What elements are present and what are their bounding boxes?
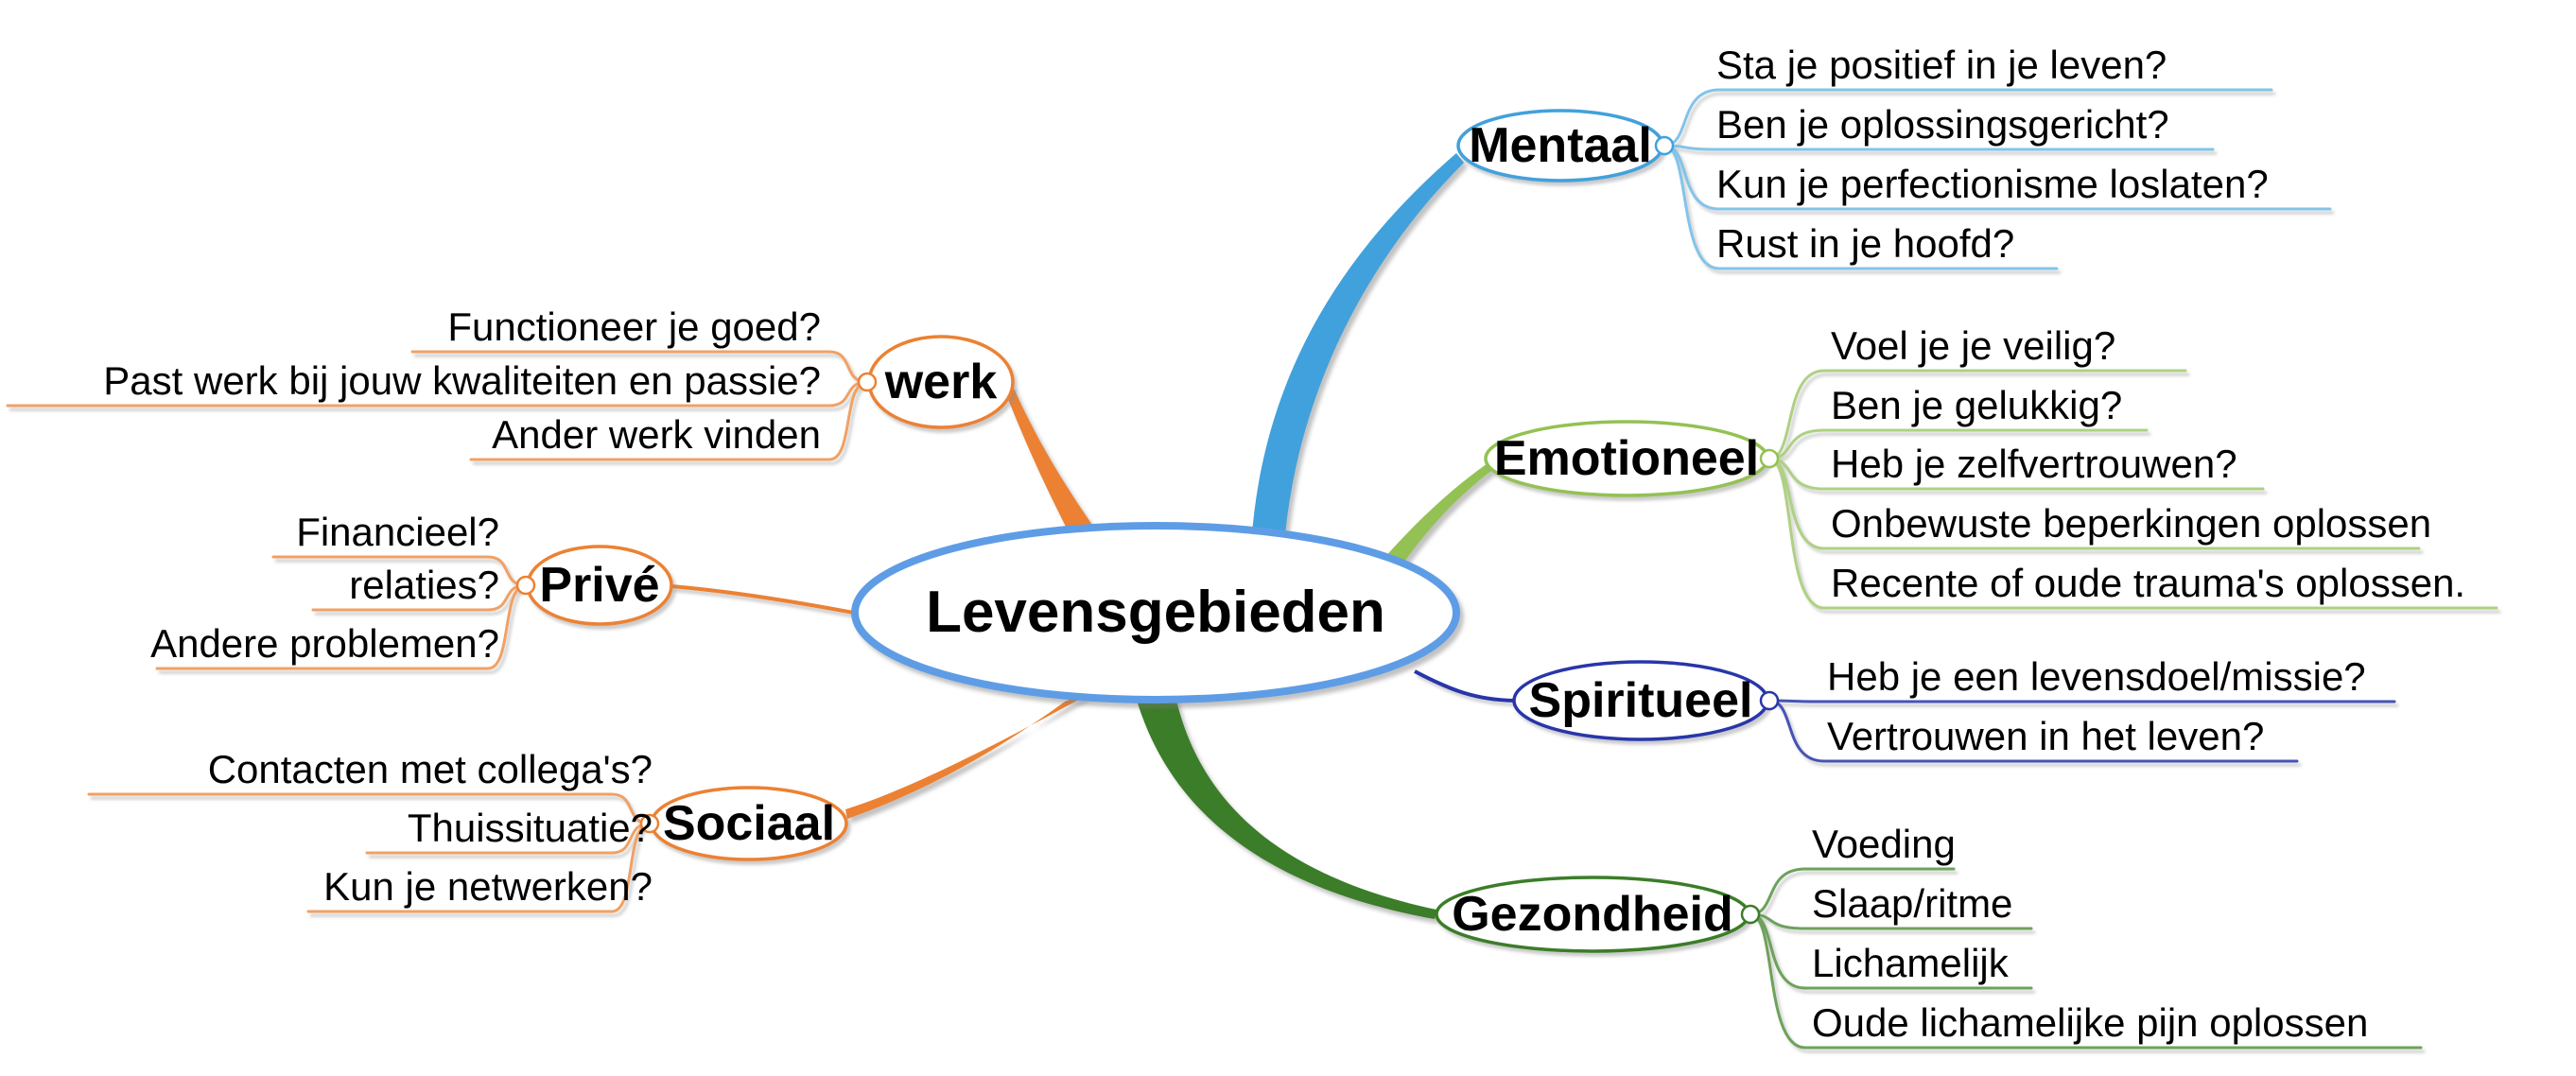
item-gezondheid-2[interactable]: Slaap/ritme — [1812, 881, 2013, 926]
item-werk-3[interactable]: Ander werk vinden — [492, 412, 821, 457]
item-gezondheid-4[interactable]: Oude lichamelijke pijn oplossen — [1812, 1000, 2369, 1045]
branch-curve-werk — [1004, 384, 1156, 613]
item-line — [1767, 457, 2498, 610]
item-emotioneel-3[interactable]: Heb je zelfvertrouwen? — [1831, 442, 2237, 486]
item-line — [1662, 144, 2059, 270]
topic-label-mentaal[interactable]: Mentaal — [1469, 118, 1652, 173]
item-prive-1[interactable]: Financieel? — [296, 510, 499, 554]
item-emotioneel-1[interactable]: Voel je je veilig? — [1831, 323, 2116, 368]
branch-curve-gezondheid — [1133, 683, 1436, 919]
connector-dot-mentaal[interactable] — [1654, 135, 1675, 156]
item-spiritueel-2[interactable]: Vertrouwen in het leven? — [1827, 714, 2265, 758]
connector-dot-prive[interactable] — [515, 575, 536, 596]
item-mentaal-1[interactable]: Sta je positief in je leven? — [1716, 43, 2167, 87]
item-prive-2[interactable]: relaties? — [349, 563, 499, 607]
item-spiritueel-1[interactable]: Heb je een levensdoel/missie? — [1827, 654, 2366, 699]
topic-label-prive[interactable]: Privé — [539, 558, 660, 613]
item-line — [1749, 912, 2423, 1050]
item-sociaal-2[interactable]: Thuissituatie? — [407, 806, 653, 850]
topic-label-sociaal[interactable]: Sociaal — [662, 796, 836, 851]
branch-line-spiritueel — [1414, 669, 1515, 703]
topic-label-emotioneel[interactable]: Emotioneel — [1493, 431, 1760, 486]
item-werk-2[interactable]: Past werk bij jouw kwaliteiten en passie… — [103, 358, 821, 403]
topic-label-gezondheid[interactable]: Gezondheid — [1452, 887, 1733, 942]
item-sociaal-3[interactable]: Kun je netwerken? — [323, 864, 653, 909]
connector-dot-spiritueel[interactable] — [1759, 690, 1780, 711]
item-emotioneel-5[interactable]: Recente of oude trauma's oplossen. — [1831, 561, 2466, 605]
item-werk-1[interactable]: Functioneer je goed? — [447, 304, 821, 349]
connector-dot-gezondheid[interactable] — [1740, 904, 1761, 925]
item-emotioneel-4[interactable]: Onbewuste beperkingen oplossen — [1831, 501, 2432, 546]
topic-label-werk[interactable]: werk — [884, 355, 998, 409]
connector-dot-werk[interactable] — [857, 372, 878, 392]
item-gezondheid-3[interactable]: Lichamelijk — [1812, 941, 2009, 985]
item-line — [1767, 699, 2396, 703]
item-sociaal-1[interactable]: Contacten met collega's? — [207, 747, 653, 791]
item-mentaal-2[interactable]: Ben je oplossingsgericht? — [1716, 102, 2169, 147]
central-node-ellipse[interactable] — [851, 522, 1460, 703]
item-prive-3[interactable]: Andere problemen? — [150, 621, 499, 666]
branch-line-prive — [670, 584, 860, 616]
item-mentaal-3[interactable]: Kun je perfectionisme loslaten? — [1716, 162, 2269, 206]
connector-dot-emotioneel[interactable] — [1759, 448, 1780, 469]
item-gezondheid-1[interactable]: Voeding — [1812, 822, 1956, 866]
connector-dot-sociaal[interactable] — [639, 813, 660, 834]
branch-curve-sociaal — [845, 686, 1103, 819]
topic-label-spiritueel[interactable]: Spiritueel — [1528, 673, 1753, 728]
item-emotioneel-2[interactable]: Ben je gelukkig? — [1831, 383, 2123, 427]
central-topic-label[interactable]: Levensgebieden — [926, 580, 1385, 645]
item-mentaal-4[interactable]: Rust in je hoofd? — [1716, 221, 2015, 266]
